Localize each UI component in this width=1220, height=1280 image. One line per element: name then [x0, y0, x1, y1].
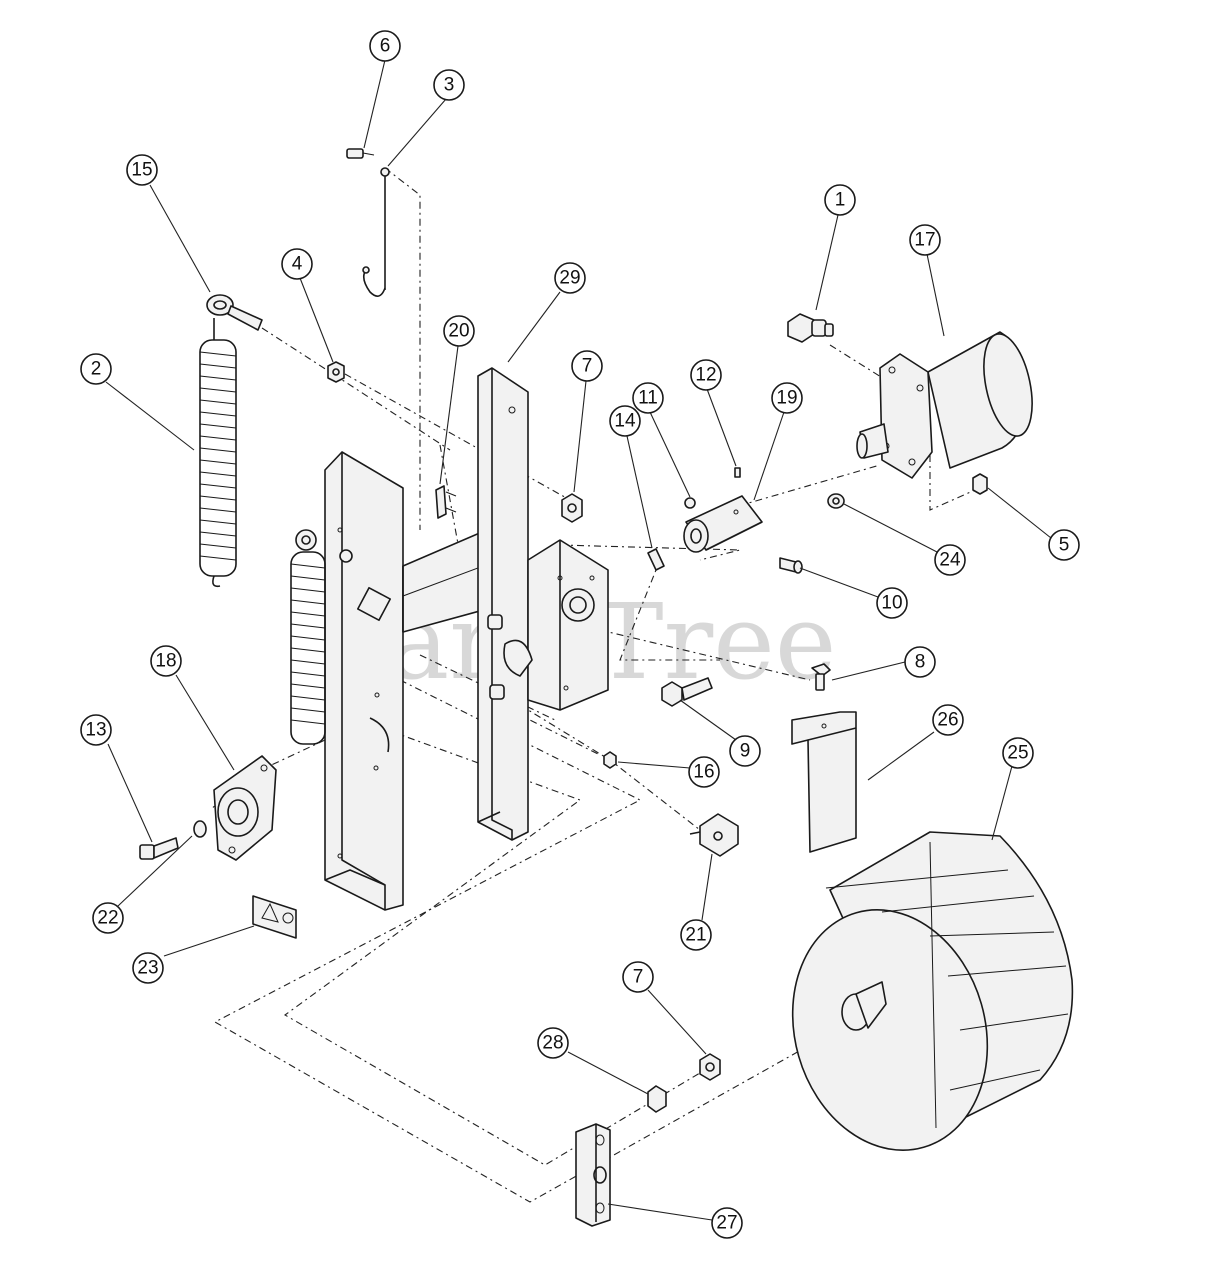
set-screw-11: [684, 497, 696, 509]
callout-9: 9: [729, 735, 761, 767]
washer-22: [193, 820, 207, 838]
u-clip-20: [435, 485, 457, 519]
svg-text:14: 14: [614, 411, 636, 432]
svg-text:29: 29: [559, 268, 580, 289]
callout-7-top: 7: [571, 350, 603, 382]
spring-frame: [290, 551, 326, 745]
callout-6: 6: [369, 30, 401, 62]
callout-7-bottom: 7: [622, 961, 654, 993]
callouts: 6 3 15 4 2 20 29 7 1 17 11 12 19 14 24 5…: [80, 30, 1080, 1239]
callout-27: 27: [711, 1207, 743, 1239]
center-plate-29: [477, 367, 529, 841]
motor-17: [856, 331, 1033, 479]
mounting-bracket: [487, 539, 609, 711]
plate-27: [575, 1123, 611, 1227]
cable-3: [362, 167, 390, 297]
decal-23: [252, 895, 297, 939]
callout-3: 3: [433, 69, 465, 101]
svg-text:5: 5: [1059, 535, 1070, 556]
clip-21: [689, 813, 739, 857]
callout-21: 21: [680, 919, 712, 951]
fitting-1: [787, 313, 834, 343]
bracket-26: [791, 711, 857, 853]
svg-text:16: 16: [693, 762, 714, 783]
spring-2: [199, 318, 237, 588]
callout-13: 13: [80, 714, 112, 746]
svg-text:6: 6: [380, 36, 391, 57]
spacer-28: [647, 1085, 667, 1113]
parts: [139, 148, 1074, 1227]
bolt-9: [661, 677, 713, 707]
leader-lines: [105, 59, 1052, 1221]
pin-14: [647, 548, 665, 571]
svg-text:22: 22: [97, 908, 118, 929]
flange-bearing-18: [213, 755, 277, 861]
svg-text:27: 27: [716, 1213, 737, 1234]
callout-1: 1: [824, 184, 856, 216]
callout-29: 29: [554, 262, 586, 294]
callout-26: 26: [932, 704, 964, 736]
bolt-13: [139, 837, 179, 860]
coupling-19: [683, 495, 763, 553]
callout-11: 11: [632, 382, 664, 414]
svg-text:15: 15: [131, 160, 152, 181]
svg-text:7: 7: [633, 967, 644, 988]
nut-7-top: [561, 493, 583, 523]
svg-text:3: 3: [444, 75, 455, 96]
spacer-24: [827, 493, 845, 509]
callout-22: 22: [92, 902, 124, 934]
svg-text:24: 24: [939, 550, 961, 571]
left-frame: [295, 451, 404, 911]
callout-5: 5: [1048, 529, 1080, 561]
svg-text:18: 18: [155, 651, 176, 672]
callout-16: 16: [688, 756, 720, 788]
svg-text:25: 25: [1007, 743, 1028, 764]
callout-28: 28: [537, 1027, 569, 1059]
svg-text:9: 9: [740, 741, 751, 762]
svg-text:19: 19: [776, 388, 797, 409]
svg-text:2: 2: [91, 359, 102, 380]
bolt-10: [779, 557, 803, 574]
svg-text:17: 17: [914, 230, 935, 251]
svg-text:21: 21: [685, 925, 706, 946]
bolt-8: [811, 663, 831, 691]
callout-10: 10: [876, 587, 908, 619]
callout-19: 19: [771, 382, 803, 414]
svg-text:4: 4: [292, 254, 303, 275]
callout-8: 8: [904, 646, 936, 678]
svg-text:13: 13: [85, 720, 106, 741]
callout-25: 25: [1002, 737, 1034, 769]
nut-5: [972, 473, 988, 495]
eye-bolt-15: [206, 294, 263, 331]
callout-18: 18: [150, 645, 182, 677]
nut-16: [603, 751, 617, 769]
callout-23: 23: [132, 952, 164, 984]
callout-15: 15: [126, 154, 158, 186]
callout-2: 2: [80, 353, 112, 385]
callout-17: 17: [909, 224, 941, 256]
nut-4: [327, 361, 345, 383]
svg-text:1: 1: [835, 190, 846, 211]
svg-text:10: 10: [881, 593, 902, 614]
callout-20: 20: [443, 315, 475, 347]
svg-text:23: 23: [137, 958, 158, 979]
callout-24: 24: [934, 544, 966, 576]
svg-text:11: 11: [638, 388, 658, 409]
callout-12: 12: [690, 359, 722, 391]
svg-text:7: 7: [582, 356, 593, 377]
callout-4: 4: [281, 248, 313, 280]
callout-14: 14: [609, 405, 641, 437]
svg-text:20: 20: [448, 321, 469, 342]
key-12: [734, 467, 741, 478]
drum-25: [791, 831, 1074, 1151]
svg-text:12: 12: [695, 365, 716, 386]
screw-6: [346, 148, 375, 159]
svg-text:26: 26: [937, 710, 958, 731]
svg-text:28: 28: [542, 1033, 563, 1054]
nut-7-bottom: [699, 1053, 721, 1081]
svg-text:8: 8: [915, 652, 926, 673]
